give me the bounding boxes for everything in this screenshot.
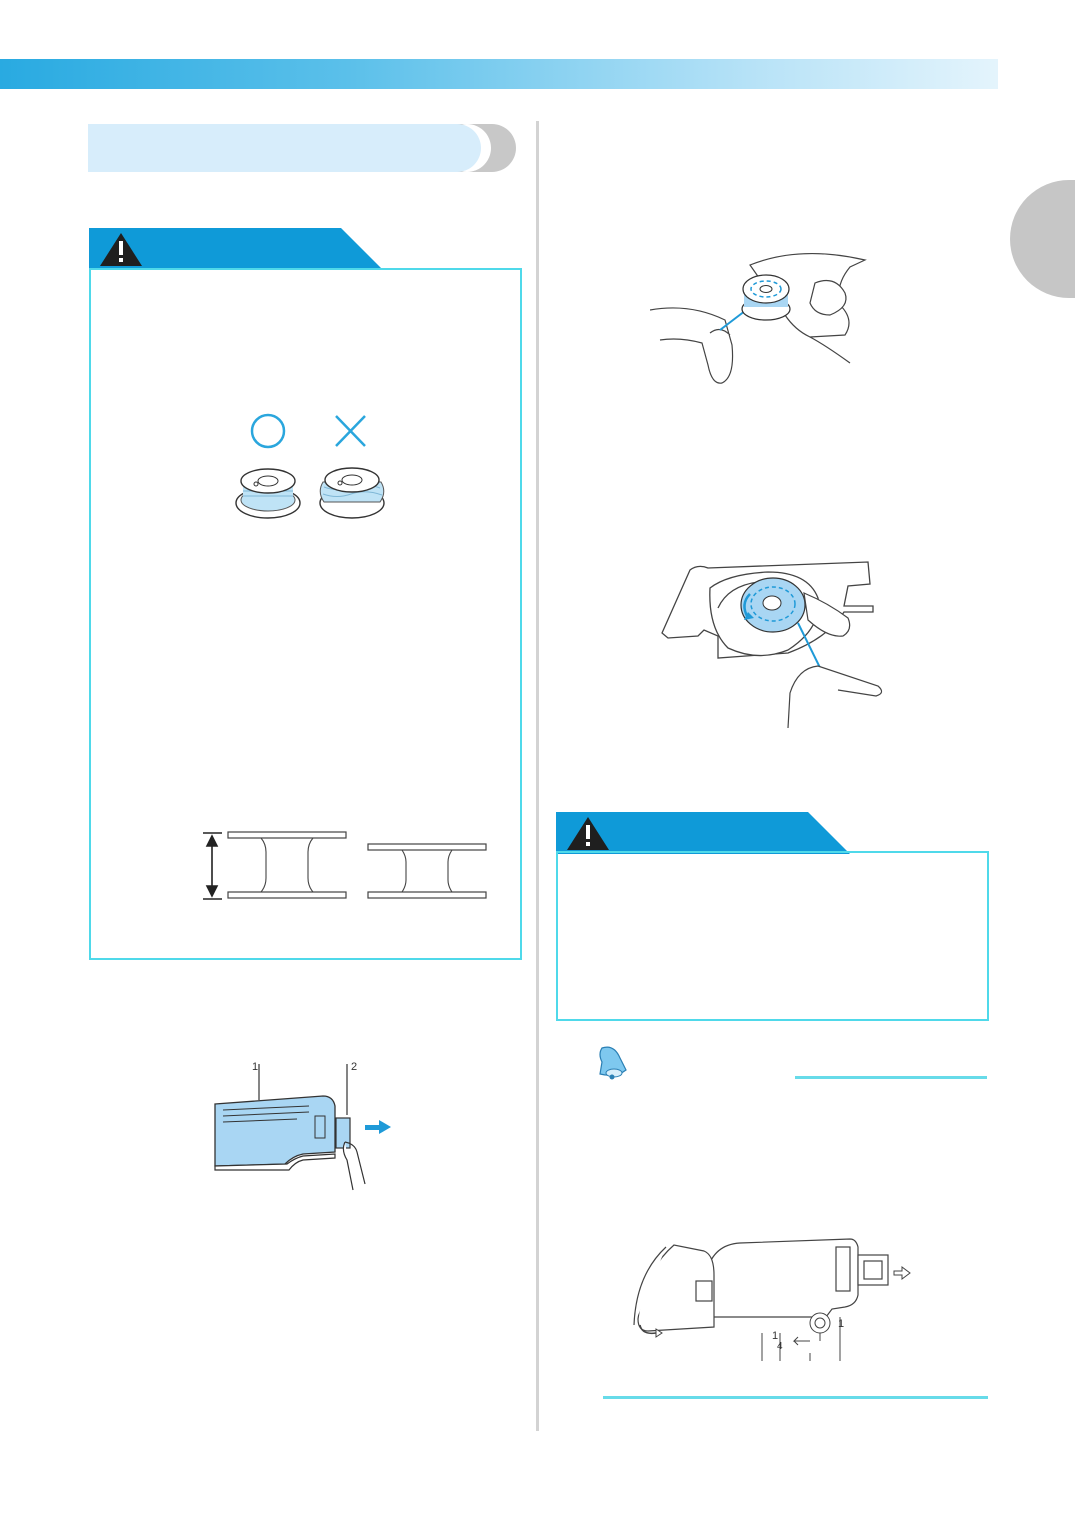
callout-label-1: 1 xyxy=(252,1061,258,1073)
thread-spool-icon xyxy=(792,1312,831,1346)
caution-box-left xyxy=(89,268,522,960)
bell-note-icon xyxy=(592,1044,630,1085)
caution-header-right xyxy=(556,812,852,854)
bobbin-case-insertion-figure xyxy=(658,558,888,738)
pull-arrow-icon xyxy=(365,1120,391,1134)
column-divider xyxy=(536,121,539,1431)
section-heading-pill xyxy=(88,124,481,172)
height-arrow-icon xyxy=(203,832,222,900)
hands-holding-bobbin-figure xyxy=(649,245,890,390)
diagram-label-1: 1 xyxy=(772,1330,778,1342)
bobbin-cover-figure: 1 2 xyxy=(205,1060,405,1200)
bobbin-comparison-figure xyxy=(225,410,385,530)
circle-mark-icon xyxy=(250,413,286,449)
bobbin-incorrect xyxy=(319,467,385,519)
release-arrow-icon xyxy=(893,1266,911,1280)
bobbin-correct xyxy=(235,468,301,519)
note-rule-bottom xyxy=(603,1396,988,1399)
caution-header-left xyxy=(89,228,385,270)
callout-label-2: 2 xyxy=(351,1061,357,1073)
diagram-label-1b: 1 xyxy=(838,1318,844,1330)
chapter-side-tab xyxy=(1010,180,1075,298)
header-color-band xyxy=(0,59,998,89)
caution-box-right xyxy=(556,851,989,1021)
cross-mark-icon xyxy=(335,415,366,447)
note-rule-top xyxy=(795,1076,987,1079)
warning-triangle-icon xyxy=(567,817,609,850)
diagram-label-4: 4 xyxy=(777,1341,783,1352)
bobbin-in-hand xyxy=(741,274,791,321)
bobbin-size-diagram xyxy=(198,826,493,911)
bobbin-cover-release-diagram: 1 4 1 xyxy=(630,1235,920,1370)
warning-triangle-icon xyxy=(100,233,142,266)
